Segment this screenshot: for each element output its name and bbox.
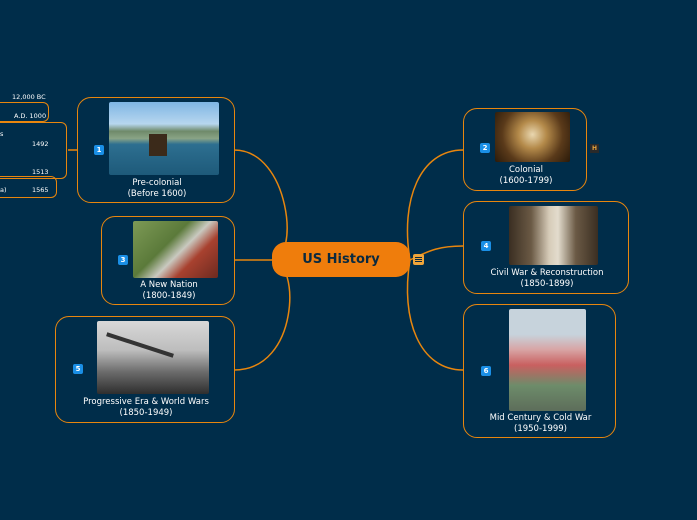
topic-dates: (Before 1600) [127,189,187,199]
timeline-bracket [0,176,57,198]
timeline-label: s [0,130,4,138]
timeline-bracket [0,102,49,122]
topic-title: Progressive Era & World Wars [83,397,209,407]
link-mid-century [406,259,464,371]
timeline-label: 1513 [32,168,49,176]
topic-new-nation[interactable]: A New Nation (1800-1849) [101,216,235,305]
central-topic[interactable]: US History [272,242,410,277]
topic-progressive-era[interactable]: Progressive Era & World Wars (1850-1949) [55,316,235,423]
topic-colonial[interactable]: Colonial (1600-1799) [463,108,587,191]
topic-number-badge: 4 [481,241,491,251]
ship-harbor-image [109,102,219,175]
topic-title: A New Nation [140,280,198,290]
topic-number-badge: 2 [480,143,490,153]
topic-title: Civil War & Reconstruction [490,268,604,278]
topic-label: Mid Century & Cold War (1950-1999) [464,413,617,435]
ship-shape [149,134,167,156]
timeline-label: a) [0,186,7,194]
topic-dates: (1950-1999) [514,424,567,434]
topic-number-badge: 5 [73,364,83,374]
topic-number-badge: 6 [481,366,491,376]
topic-dates: (1600-1799) [499,176,553,186]
topic-label: Progressive Era & World Wars (1850-1949) [56,397,236,419]
topic-title: Colonial [508,165,544,175]
topic-civil-war[interactable]: Civil War & Reconstruction (1850-1899) [463,201,629,294]
timeline-label: 1565 [32,186,49,194]
topic-dates: (1850-1899) [520,279,574,289]
timeline-label: A.D. 1000 [14,112,47,120]
timeline-label: 1492 [32,140,49,148]
berlin-wall-image [509,309,586,411]
topic-number-badge: 1 [94,145,104,155]
topic-precolonial[interactable]: Pre-colonial (Before 1600) [77,97,235,203]
topic-dates: (1800-1849) [142,291,196,301]
topic-title: Pre-colonial [132,178,182,188]
wartime-gun-image [97,321,209,394]
notes-icon[interactable] [413,254,424,265]
colonial-portrait-image [495,112,570,162]
musket-firing-image [133,221,218,278]
topic-mid-century[interactable]: Mid Century & Cold War (1950-1999) [463,304,616,438]
history-channel-icon: H [590,144,599,153]
topic-number-badge: 3 [118,255,128,265]
topic-label: A New Nation (1800-1849) [102,280,236,302]
topic-dates: (1850-1949) [119,408,173,418]
lincoln-memorial-image [509,206,598,265]
topic-label: Colonial (1600-1799) [464,165,588,187]
topic-title: Mid Century & Cold War [489,413,592,423]
link-colonial [406,149,464,261]
central-topic-title: US History [302,252,380,267]
gun-barrel-shape [106,332,174,358]
topic-label: Civil War & Reconstruction (1850-1899) [464,268,630,290]
topic-label: Pre-colonial (Before 1600) [78,178,236,200]
timeline-label: 12,000 BC [12,93,46,101]
timeline-bracket [0,122,67,179]
